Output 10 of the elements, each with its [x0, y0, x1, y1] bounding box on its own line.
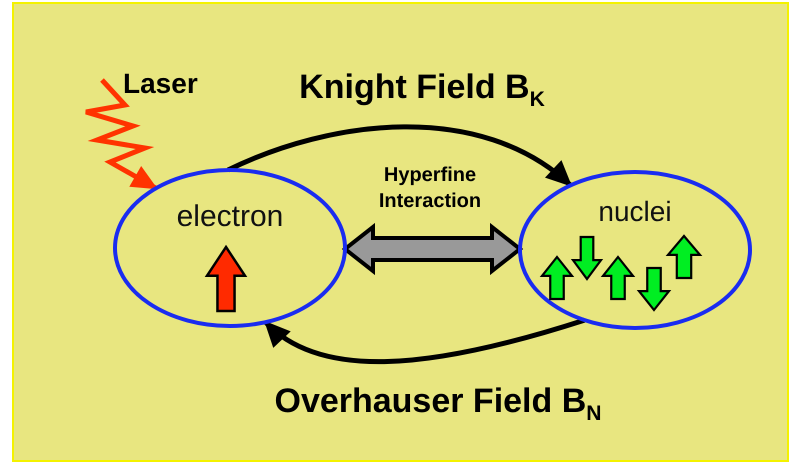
edge-label: Knight Field B$_{K}$: [299, 68, 545, 112]
curved-arrow: [264, 318, 586, 364]
edge-label: Overhauser Field B$_{N}$: [274, 382, 602, 426]
double-arrow: [342, 222, 524, 276]
node-label: nuclei: [598, 196, 672, 228]
edge-label: Hyperfine Interaction: [378, 163, 482, 214]
laser-wave-arrow: [84, 78, 158, 190]
curved-arrow: [226, 124, 572, 188]
node-label: electron: [176, 200, 284, 234]
laser-label: Laser: [123, 68, 198, 100]
